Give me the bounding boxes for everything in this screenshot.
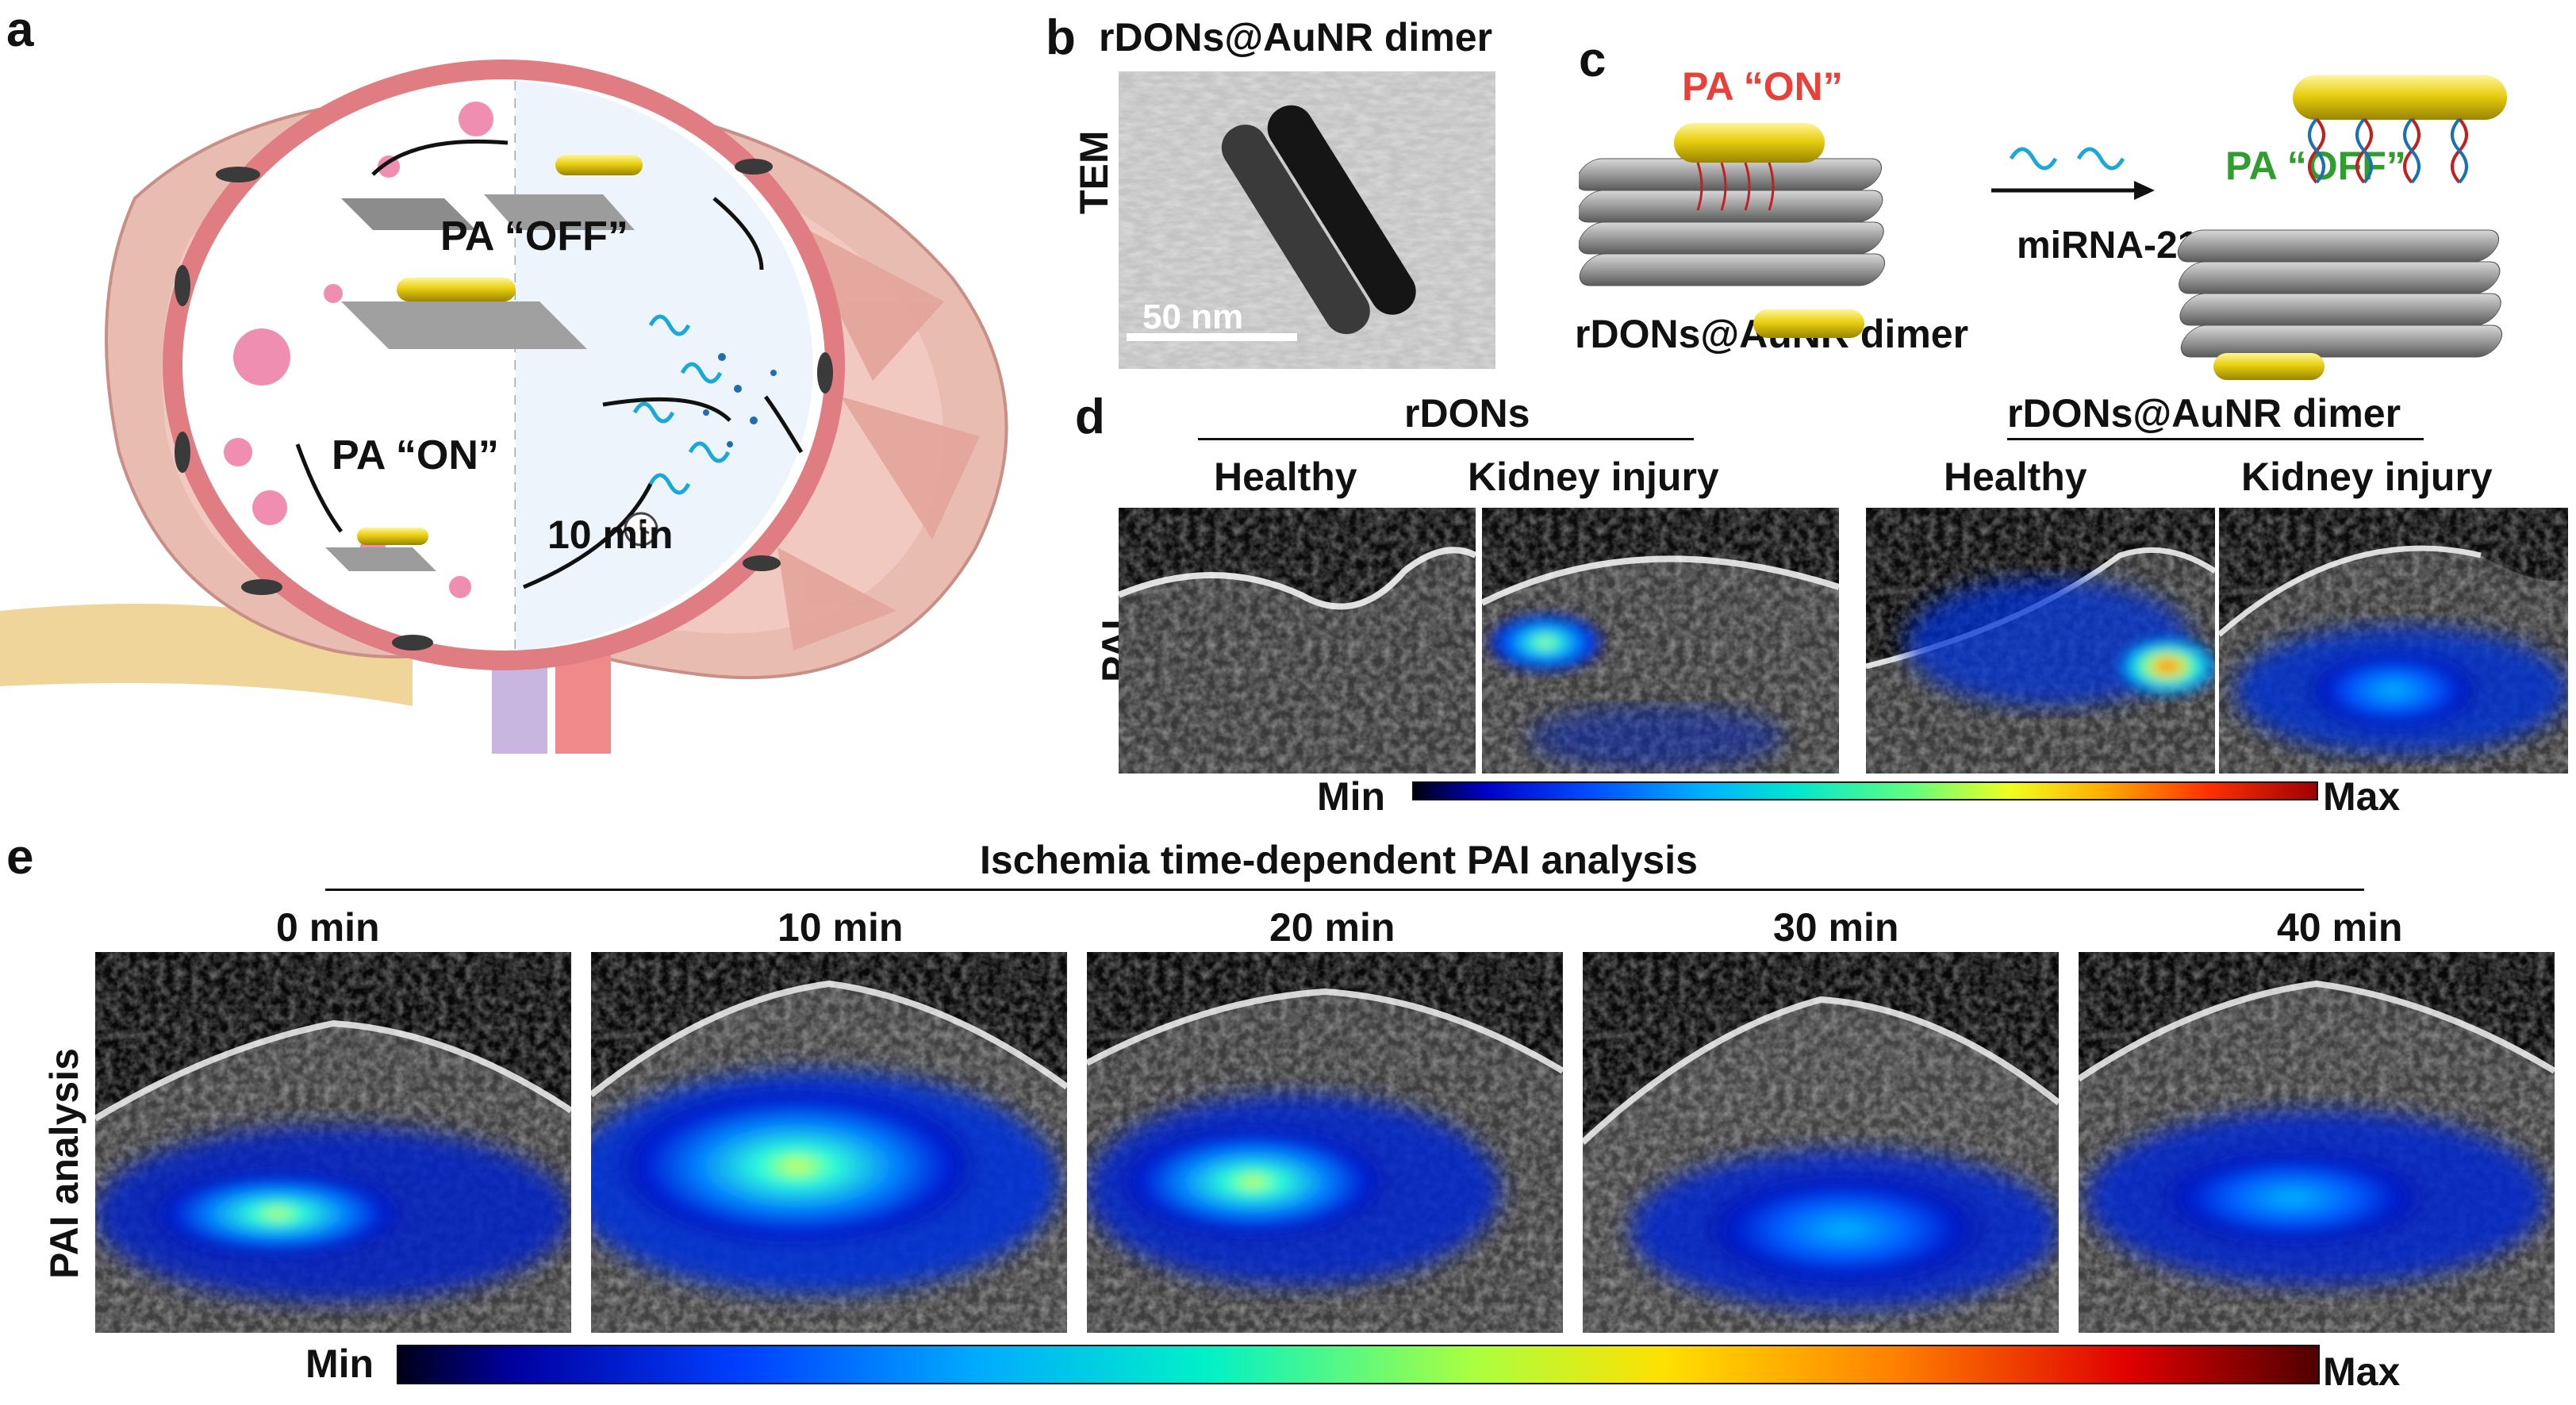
panel-e-colorbar bbox=[397, 1345, 2320, 1384]
panel-b-title: rDONs@AuNR dimer bbox=[1099, 15, 1493, 60]
panel-e-row-label: PAI analysis bbox=[42, 1048, 86, 1279]
pai-e-10min bbox=[591, 952, 1067, 1333]
panel-e-time-4: 30 min bbox=[1773, 905, 1899, 950]
panel-e-letter: e bbox=[6, 830, 34, 885]
tem-scale-label: 50 nm bbox=[1142, 298, 1244, 336]
panel-c-letter: c bbox=[1579, 33, 1607, 87]
panel-e-time-3: 20 min bbox=[1269, 905, 1395, 950]
pai-e-20min bbox=[1087, 952, 1563, 1333]
panel-e-title-rule bbox=[325, 889, 2364, 891]
pai-e-40min bbox=[2079, 952, 2555, 1333]
panel-d-cbar-min: Min bbox=[1317, 774, 1386, 819]
panel-a-pa-on: PA “ON” bbox=[332, 432, 499, 478]
panel-d-col-2: Kidney injury bbox=[1468, 455, 1719, 499]
tem-image bbox=[1119, 71, 1495, 369]
pai-d-rdons-healthy bbox=[1119, 508, 1476, 774]
pai-d-dimer-injury bbox=[2219, 508, 2568, 774]
panel-d-group1: rDONs bbox=[1404, 391, 1530, 436]
pai-e-0min bbox=[95, 952, 571, 1333]
panel-e-cbar-min: Min bbox=[305, 1342, 374, 1386]
pai-e-30min bbox=[1583, 952, 2059, 1333]
panel-c-arrow-label: miRNA-21 bbox=[2017, 225, 2199, 267]
panel-d-group1-rule bbox=[1198, 438, 1694, 440]
panel-e-time-2: 10 min bbox=[777, 905, 904, 950]
panel-b-side-label: TEM bbox=[1072, 130, 1116, 214]
panel-d-col-3: Healthy bbox=[1944, 455, 2087, 499]
kidney-schematic bbox=[0, 60, 1008, 754]
panel-e-cbar-max: Max bbox=[2323, 1349, 2401, 1394]
pai-d-dimer-healthy bbox=[1866, 508, 2215, 774]
panel-e-time-5: 40 min bbox=[2277, 905, 2403, 950]
panel-d-colorbar bbox=[1412, 781, 2318, 800]
panel-d-cbar-max: Max bbox=[2323, 774, 2401, 819]
panel-c-pa-on: PA “ON” bbox=[1682, 64, 1843, 109]
panel-a-time: 10 min bbox=[547, 512, 674, 557]
panel-d-group2: rDONs@AuNR dimer bbox=[2007, 391, 2401, 436]
panel-d-group2-rule bbox=[2007, 438, 2424, 440]
panel-d-letter: d bbox=[1075, 390, 1105, 444]
dna-origami-schematic bbox=[1579, 75, 2507, 380]
panel-e-time-1: 0 min bbox=[276, 905, 380, 950]
panel-e-title: Ischemia time-dependent PAI analysis bbox=[980, 838, 1698, 882]
panel-a-pa-off: PA “OFF” bbox=[440, 213, 628, 259]
panel-d-col-4: Kidney injury bbox=[2241, 455, 2493, 499]
panel-b-letter: b bbox=[1046, 10, 1076, 65]
pai-d-rdons-injury bbox=[1482, 508, 1839, 774]
panel-a-letter: a bbox=[6, 2, 34, 57]
panel-d-col-1: Healthy bbox=[1214, 455, 1357, 499]
